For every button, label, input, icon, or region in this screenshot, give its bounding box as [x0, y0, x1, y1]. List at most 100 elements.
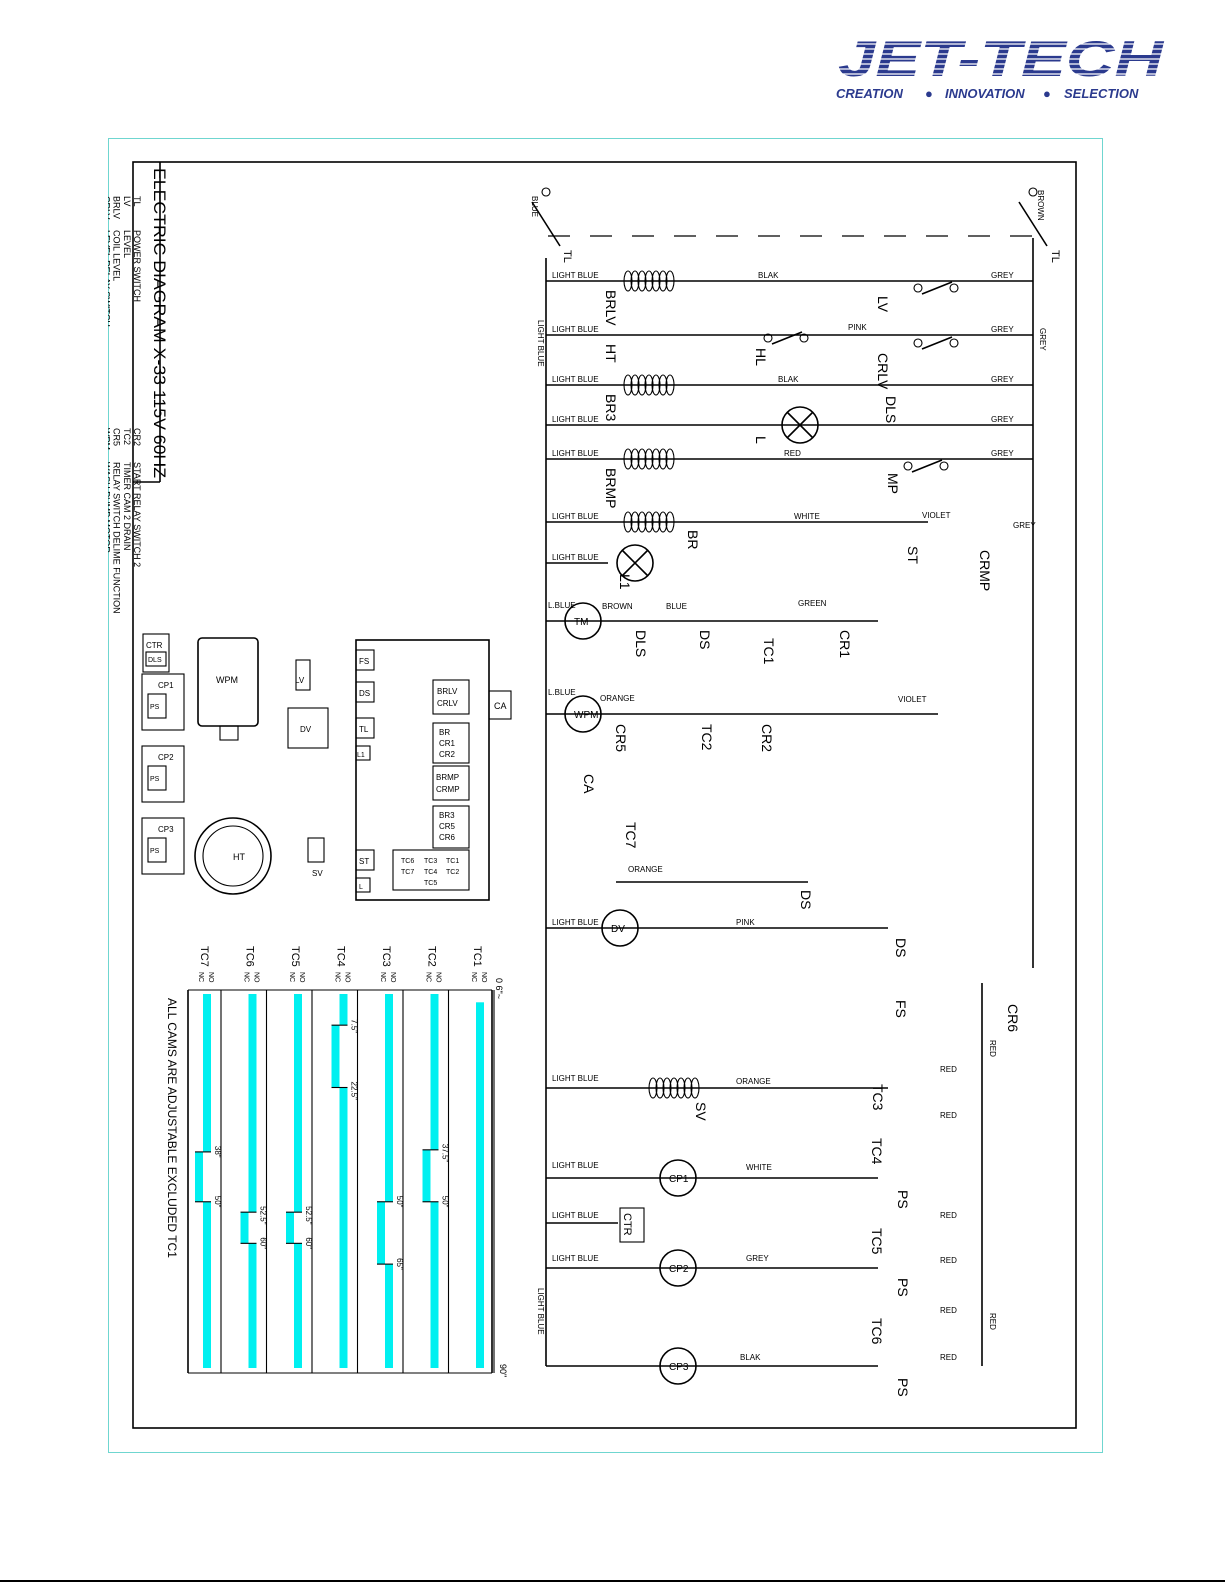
motor-label: DV: [611, 924, 625, 935]
cp2-label: CP2: [158, 753, 174, 762]
legend-desc: START RELAY SWITCH 2: [132, 462, 142, 567]
wire-color-label: GREEN: [798, 599, 827, 608]
relay-brlv-label: BRLV: [437, 687, 458, 696]
wire-color-label: RED: [940, 1353, 957, 1362]
wire-color-label: PINK: [736, 918, 755, 927]
coil: [623, 270, 675, 292]
wire-color-label: GREY: [1013, 521, 1036, 530]
wire-color-label: GREY: [991, 375, 1014, 384]
component-label: CTR: [621, 1213, 633, 1236]
component-label: CA: [581, 774, 597, 794]
cam-bar: [339, 994, 348, 1026]
component-label: CR2: [759, 724, 775, 752]
component-label: PS: [895, 1378, 911, 1397]
terminal-l1-label: L1: [357, 752, 365, 759]
terminal-fs: [355, 649, 375, 671]
component-label: CRMP: [977, 550, 993, 591]
terminal-fs-label: FS: [359, 657, 369, 666]
motor-label: WPM: [574, 710, 598, 721]
panel-timer: TC1 TC2 TC3 TC4 TC5 TC6 TC7: [392, 849, 470, 891]
motor-label: CP1: [669, 1174, 689, 1185]
wire-color-label: BLAK: [778, 375, 799, 384]
cam-mark-label: 38": [213, 1146, 222, 1158]
component-label: TC4: [869, 1138, 885, 1165]
panel-box: [355, 639, 490, 901]
wire-color-label: BLUE: [666, 602, 687, 611]
component-label: PS: [895, 1190, 911, 1209]
relay-brmp-label: BRMP: [436, 773, 459, 782]
lv-label: LV: [295, 676, 305, 685]
logo-tagline-dot-1: ●: [925, 86, 933, 101]
lamp: [616, 544, 654, 582]
ht-heater-inner: [202, 825, 264, 887]
motor: [564, 695, 602, 733]
cam-mark-label: 50": [395, 1196, 404, 1208]
panel-left-terminals: FS DS TL L1 ST L: [355, 649, 375, 893]
cam-no-label: NO: [389, 972, 396, 983]
legend-code: CRLV: [108, 196, 111, 219]
coil: [623, 374, 675, 396]
timer-tc3-label: TC3: [424, 858, 437, 865]
cam-bar: [476, 1002, 484, 1368]
cam-chart: 0 6"~ 90" ALL CAMS ARE ADJUSTABLE EXCLUD…: [165, 946, 508, 1377]
cam-bar: [203, 1201, 211, 1368]
wire-color-label: BLAK: [740, 1353, 761, 1362]
lower-red-rail-label: RED: [988, 1313, 997, 1330]
relay-br3: [432, 805, 470, 849]
wire-color-label: GREY: [991, 271, 1014, 280]
wire-color-label: ORANGE: [600, 694, 635, 703]
legend-code: CR2: [132, 428, 142, 446]
relay-brlv: [432, 679, 470, 715]
switch: [903, 459, 949, 473]
component-label: BRMP: [603, 468, 619, 508]
cam-start-label: 0 6"~: [494, 978, 504, 999]
component-label: DLS: [633, 630, 649, 657]
schematic: BLUE BROWN TL TL LIGHT BLUE GREY LIGHT B…: [530, 187, 1061, 1397]
component-label: TC3: [870, 1084, 886, 1111]
coil: [623, 511, 675, 533]
component-label: CR6: [1005, 1004, 1021, 1032]
coil: [623, 448, 675, 470]
legend-desc: LEVEL RELAY SWITCH: [108, 230, 111, 327]
wire-color-label: VIOLET: [898, 695, 927, 704]
cam-end-label: 90": [498, 1364, 508, 1377]
left-rail-light-blue-label: LIGHT BLUE: [536, 320, 545, 367]
wire-color-label: LIGHT BLUE: [552, 512, 599, 521]
cp2-ps-box: [147, 765, 167, 791]
legend-desc: COIL LEVEL: [112, 230, 122, 281]
legend-desc: LEVEL: [122, 230, 132, 258]
cam-no-label: NO: [298, 972, 305, 983]
dls-box: [145, 651, 167, 667]
cam-row-name: TC2: [426, 946, 438, 967]
tl-right-terminal: [1028, 187, 1038, 197]
tl-right-wire-label: BROWN: [1036, 190, 1045, 221]
cp2-ps-label: PS: [150, 776, 160, 783]
electric-diagram: ELECTRIC DIAGRAM X-33 115V 60HZ TLPOWER …: [108, 161, 1077, 1429]
wire-color-label: RED: [940, 1111, 957, 1120]
tl-left-terminal: [541, 187, 551, 197]
timer-tc4-label: TC4: [424, 869, 437, 876]
cr6-red-label: RED: [988, 1040, 997, 1057]
cam-nc-label: NC: [379, 972, 386, 982]
coil: [648, 1077, 700, 1099]
motor-label: CP3: [669, 1362, 689, 1373]
component-label: L1: [617, 574, 633, 590]
timer-tc5-label: TC5: [424, 880, 437, 887]
terminal-st: [355, 849, 375, 871]
cam-nc-label: NC: [334, 972, 341, 982]
jet-tech-logo: JET-TECH CREATION ● INNOVATION ● SELECTI…: [830, 31, 1170, 101]
wire-color-label: VIOLET: [922, 511, 951, 520]
component-label: LV: [875, 296, 891, 313]
legend: ELECTRIC DIAGRAM X-33 115V 60HZ TLPOWER …: [108, 168, 169, 614]
wire-color-label: LIGHT BLUE: [552, 325, 599, 334]
cam-bar: [339, 1087, 348, 1368]
